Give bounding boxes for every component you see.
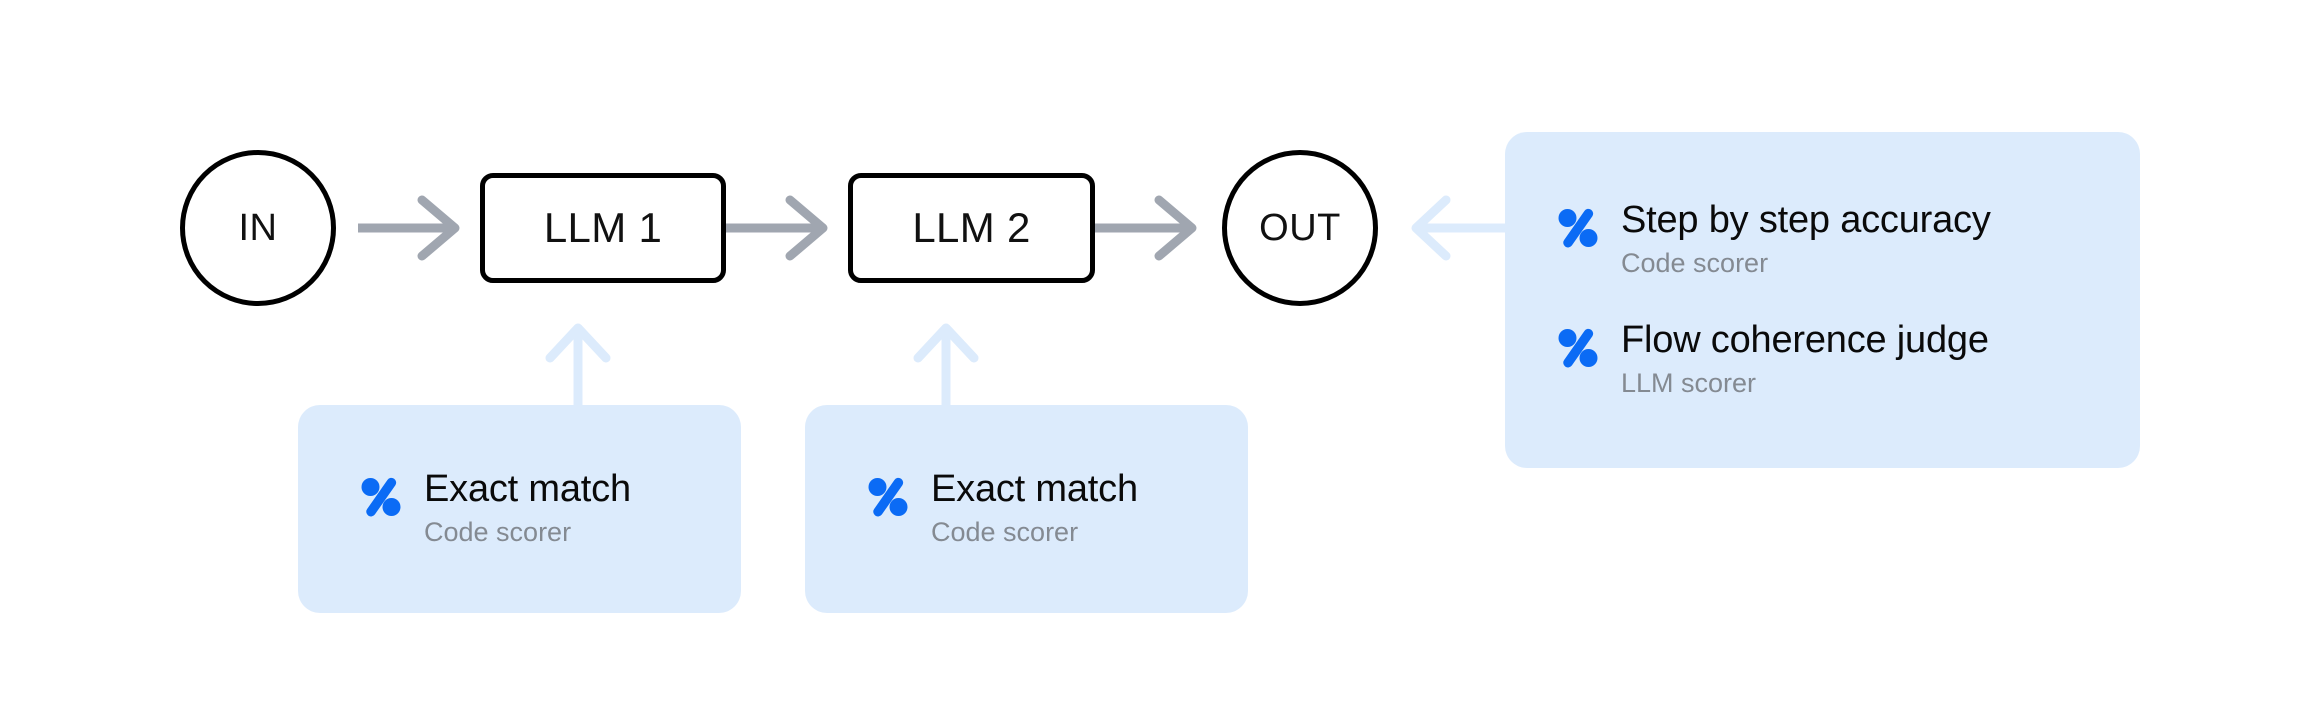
pipeline-node-out[interactable]: OUT [1222,150,1378,306]
percent-scorer-icon [360,476,402,518]
scorer-subtitle: Code scorer [424,516,572,547]
flow-arrow-llm1-to-llm2 [726,195,828,261]
scorer-arrow-card-llm2-to-llm2 [913,323,979,405]
scorer-card-llm1[interactable]: Exact match Code scorer [298,405,741,613]
pipeline-node-in[interactable]: IN [180,150,336,306]
scorer-item[interactable]: Flow coherence judge LLM scorer [1557,319,2140,401]
scorer-card-llm2[interactable]: Exact match Code scorer [805,405,1248,613]
scorer-title: Exact match [424,468,631,511]
percent-scorer-icon [1557,327,1599,369]
scorer-arrow-card-llm1-to-llm1 [545,323,611,405]
percent-scorer-icon [1557,207,1599,249]
scorer-text-group: Step by step accuracy Code scorer [1621,199,1991,281]
scorer-title: Flow coherence judge [1621,319,1989,361]
pipeline-node-llm1[interactable]: LLM 1 [480,173,726,283]
pipeline-node-llm1-label: LLM 1 [543,204,663,251]
pipeline-node-out-label: OUT [1259,207,1341,249]
pipeline-node-llm2[interactable]: LLM 2 [848,173,1095,283]
scorer-card-out[interactable]: Step by step accuracy Code scorer Flow c… [1505,132,2140,468]
scorer-title: Step by step accuracy [1621,199,1991,242]
scorer-arrow-card-out-to-out [1411,195,1505,261]
percent-scorer-icon [867,476,909,518]
scorer-item[interactable]: Exact match Code scorer [360,468,741,550]
flow-arrow-in-to-llm1 [358,195,460,261]
scorer-title: Exact match [931,468,1138,511]
scorer-subtitle: Code scorer [931,516,1079,547]
flow-arrow-llm2-to-out [1095,195,1197,261]
pipeline-node-in-label: IN [238,207,278,249]
scorer-subtitle: Code scorer [1621,247,1769,278]
scorer-item[interactable]: Exact match Code scorer [867,468,1248,550]
pipeline-node-llm2-label: LLM 2 [912,204,1031,251]
scorer-text-group: Flow coherence judge LLM scorer [1621,319,1989,401]
scorer-subtitle: LLM scorer [1621,367,1757,398]
scorer-text-group: Exact match Code scorer [424,468,631,550]
scorer-text-group: Exact match Code scorer [931,468,1138,550]
scorer-item[interactable]: Step by step accuracy Code scorer [1557,199,2140,281]
